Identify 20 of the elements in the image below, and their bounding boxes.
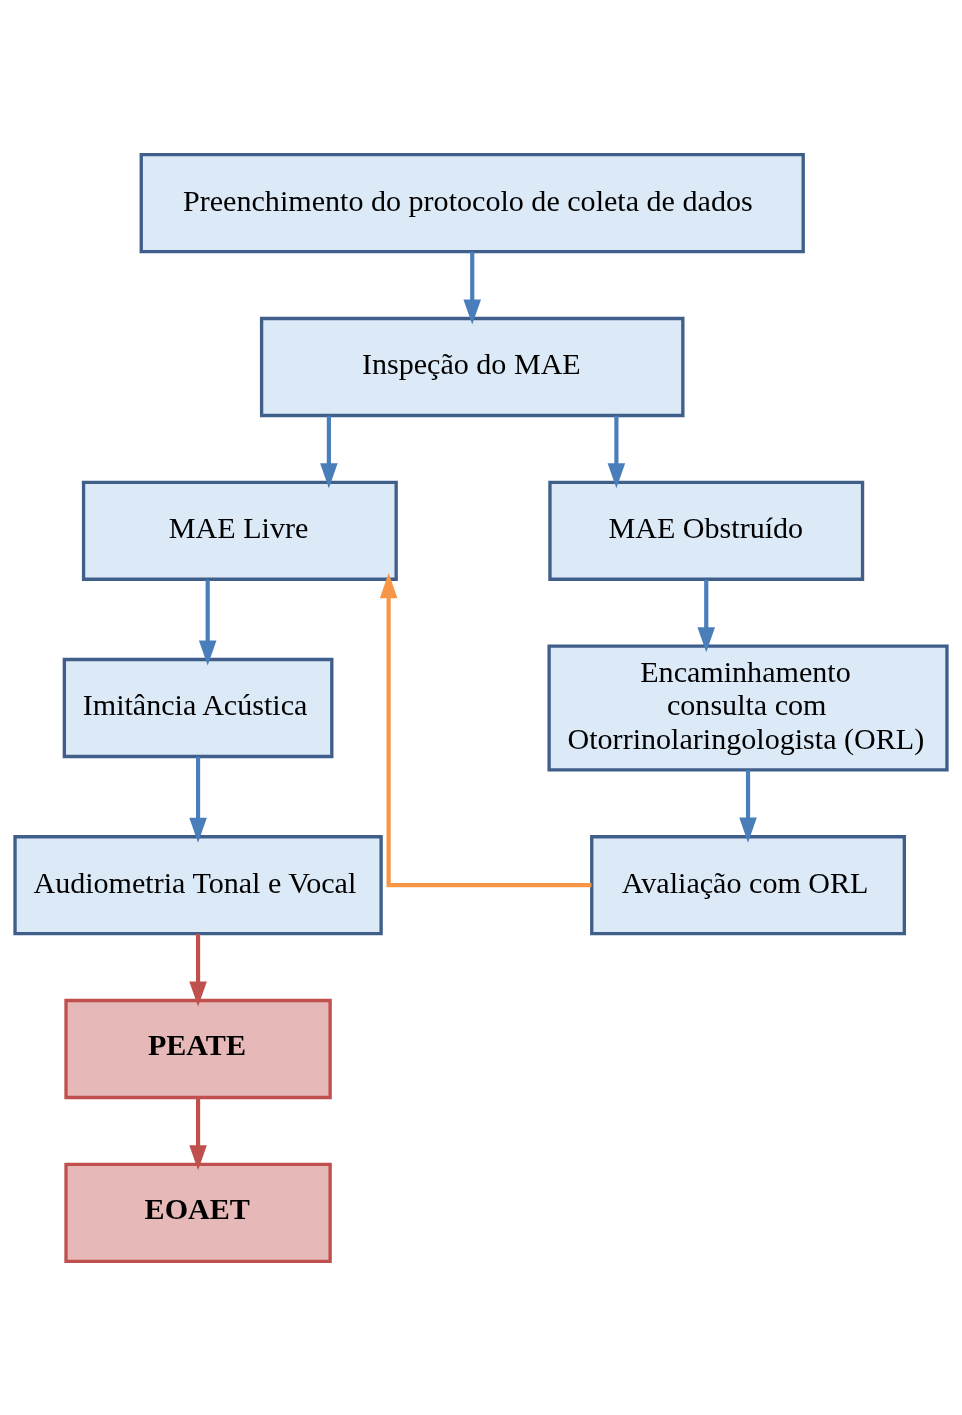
node-box: Inspeção do MAE <box>259 316 685 417</box>
node-box: Avaliação com ORL <box>590 834 906 935</box>
node-box: MAE Livre <box>81 480 398 581</box>
arrow <box>379 572 592 887</box>
node-box: Imitância Acústica <box>62 657 334 758</box>
arrow <box>320 415 338 488</box>
node-box: Encaminhamento consulta com Otorrinolaringologista (ORL) <box>547 644 949 771</box>
node-box: Audiometria Tonal e Vocal <box>13 834 383 935</box>
node-box: Preenchimento do protocolo de coleta de dados <box>139 152 805 253</box>
arrow <box>739 769 757 843</box>
arrow <box>198 579 217 666</box>
arrow <box>463 251 481 324</box>
arrow <box>607 415 626 488</box>
node-box: PEATE <box>64 998 332 1099</box>
node-box: MAE Obstruído <box>548 480 865 581</box>
arrow <box>189 933 207 1007</box>
arrow <box>697 579 716 652</box>
arrow <box>189 756 207 843</box>
arrow <box>189 1097 207 1170</box>
node-box: EOAET <box>64 1162 332 1263</box>
